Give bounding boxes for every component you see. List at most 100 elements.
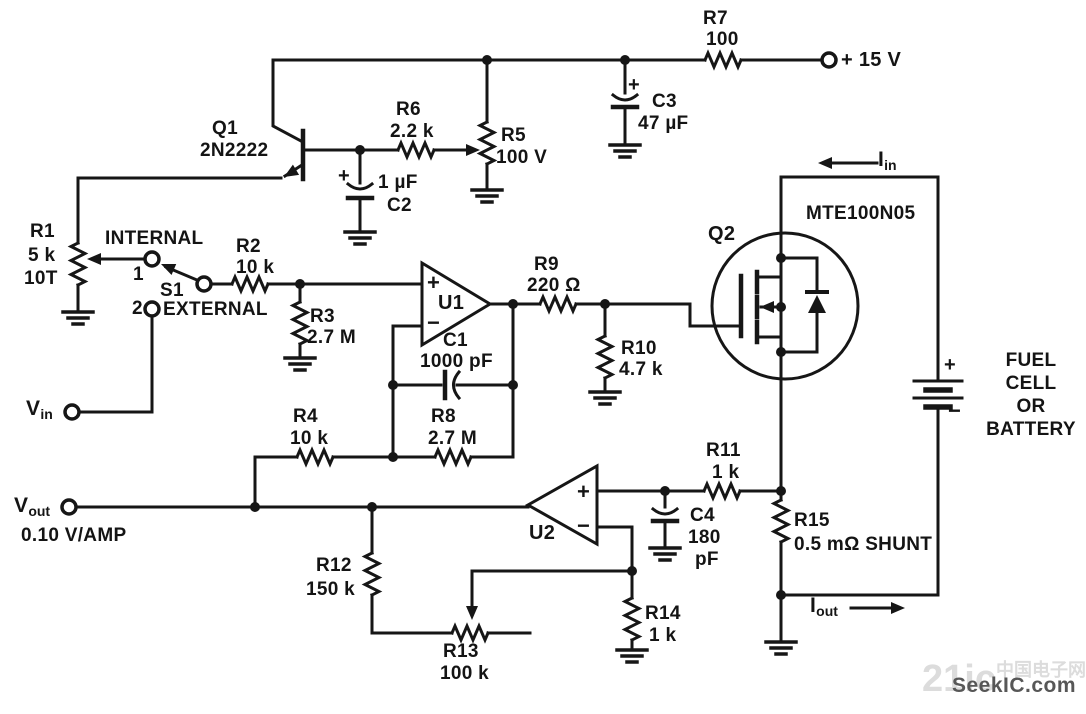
resistor-r7-symbol [703,49,743,71]
terminal-15v [820,51,838,69]
junction-dots [250,55,786,600]
label-vin: Vin [26,397,53,422]
label-r3-value: 2.7 M [307,327,357,348]
label-c2-polarity: + [338,165,350,187]
label-source-line3: OR [1016,396,1046,417]
ground-r14 [615,648,649,664]
label-r9-value: 220 Ω [527,275,581,296]
label-r2-ref: R2 [236,236,261,257]
resistor-r13-symbol [450,622,490,644]
label-u2-ref: U2 [529,522,556,544]
label-c3-ref: C3 [652,91,677,112]
capacitor-symbols [345,92,680,524]
label-r14-value: 1 k [649,625,677,646]
label-battery-minus: − [948,398,962,423]
resistor-r6-symbol [396,139,436,161]
watermark-brand: SeekIC.com [952,674,1077,697]
label-source-line1: FUEL [1005,350,1057,371]
label-r6-value: 2.2 k [390,121,434,142]
resistor-r2-symbol [230,273,270,295]
label-r11-value: 1 k [712,462,740,483]
resistor-symbols [67,49,792,644]
ground-r1 [61,310,95,326]
s1-contact-2 [143,300,161,318]
label-r12-value: 150 k [306,579,356,600]
label-r13-value: 100 k [440,663,490,684]
ground-c2 [343,230,377,246]
label-s1-pos1: 1 [133,264,144,285]
label-r13-ref: R13 [443,641,479,662]
label-c4-unit: pF [695,549,719,570]
label-r15-ref: R15 [794,510,830,531]
label-vout: Vout [14,494,51,519]
resistor-r14-symbol [621,595,643,643]
switch-s1-symbol [143,250,213,318]
label-r5-value: 100 V [496,147,548,168]
label-r1-ref: R1 [30,221,55,242]
label-r4-value: 10 k [290,428,329,449]
s1-blade-arrow [161,263,177,275]
resistor-r8-symbol [433,446,473,468]
transistor-q2-symbol [710,231,860,381]
r13-wiper-arrow [466,606,478,620]
q1-emitter-arrow [284,164,300,177]
label-r11-ref: R11 [706,440,741,461]
wires [74,58,940,650]
label-q1-ref: Q1 [212,118,238,139]
q2-body-diode [779,256,829,354]
label-iout: Iout [810,594,838,619]
label-r10-ref: R10 [621,338,657,359]
s1-contact-1 [143,250,161,268]
label-c3-polarity: + [628,74,640,96]
opamp-u2-symbol [524,463,599,547]
label-iin: Iin [878,148,897,173]
r1-wiper-arrow [87,253,101,265]
resistor-r1-symbol [67,240,89,288]
label-battery-plus: + [944,354,956,376]
label-r10-value: 4.7 k [619,359,663,380]
resistor-r9-symbol [538,293,578,315]
ground-shunt [764,640,798,656]
ground-c4 [648,546,682,562]
label-s1-internal: INTERNAL [105,228,204,249]
label-u1-ref: U1 [438,292,465,314]
label-c2-value: 1 µF [378,172,418,193]
label-r14-ref: R14 [645,603,681,624]
label-r8-ref: R8 [431,406,456,427]
resistor-r12-symbol [361,550,383,598]
label-q1-part: 2N2222 [200,140,269,161]
capacitor-c2-symbol [345,181,375,201]
q2-body-arrow [760,301,774,313]
label-r4-ref: R4 [293,406,318,427]
ground-r5 [470,188,504,204]
iout-arrow [891,602,905,614]
r5-wiper-arrow [466,144,480,156]
capacitor-c1-symbol [442,369,462,401]
label-c3-value: 47 µF [638,113,689,134]
capacitor-c4-symbol [650,506,680,524]
resistor-r4-symbol [295,446,335,468]
label-u2-noninv: + [577,479,591,504]
opamp-u1-symbol [420,260,493,348]
terminal-vin [63,403,81,421]
label-supply-terminal: + 15 V [841,49,902,71]
label-r8-value: 2.7 M [428,428,478,449]
label-c4-ref: C4 [690,505,715,526]
label-source-line2: CELL [1005,373,1057,394]
label-c4-value: 180 [688,527,721,548]
label-r6-ref: R6 [396,99,421,120]
terminal-circles [60,51,838,516]
label-c2-ref: C2 [387,195,412,216]
battery-symbol [912,379,964,410]
label-r12-ref: R12 [316,555,352,576]
iin-arrow [818,157,832,169]
transistor-q1-symbol [284,128,306,182]
terminal-vout [60,498,78,516]
capacitor-c3-symbol [610,92,640,110]
label-s1-pos2: 2 [132,298,143,319]
label-q2-ref: Q2 [708,223,736,245]
ground-c3 [608,143,642,159]
label-u1-inv: − [427,310,441,335]
resistor-r3-symbol [289,299,311,347]
